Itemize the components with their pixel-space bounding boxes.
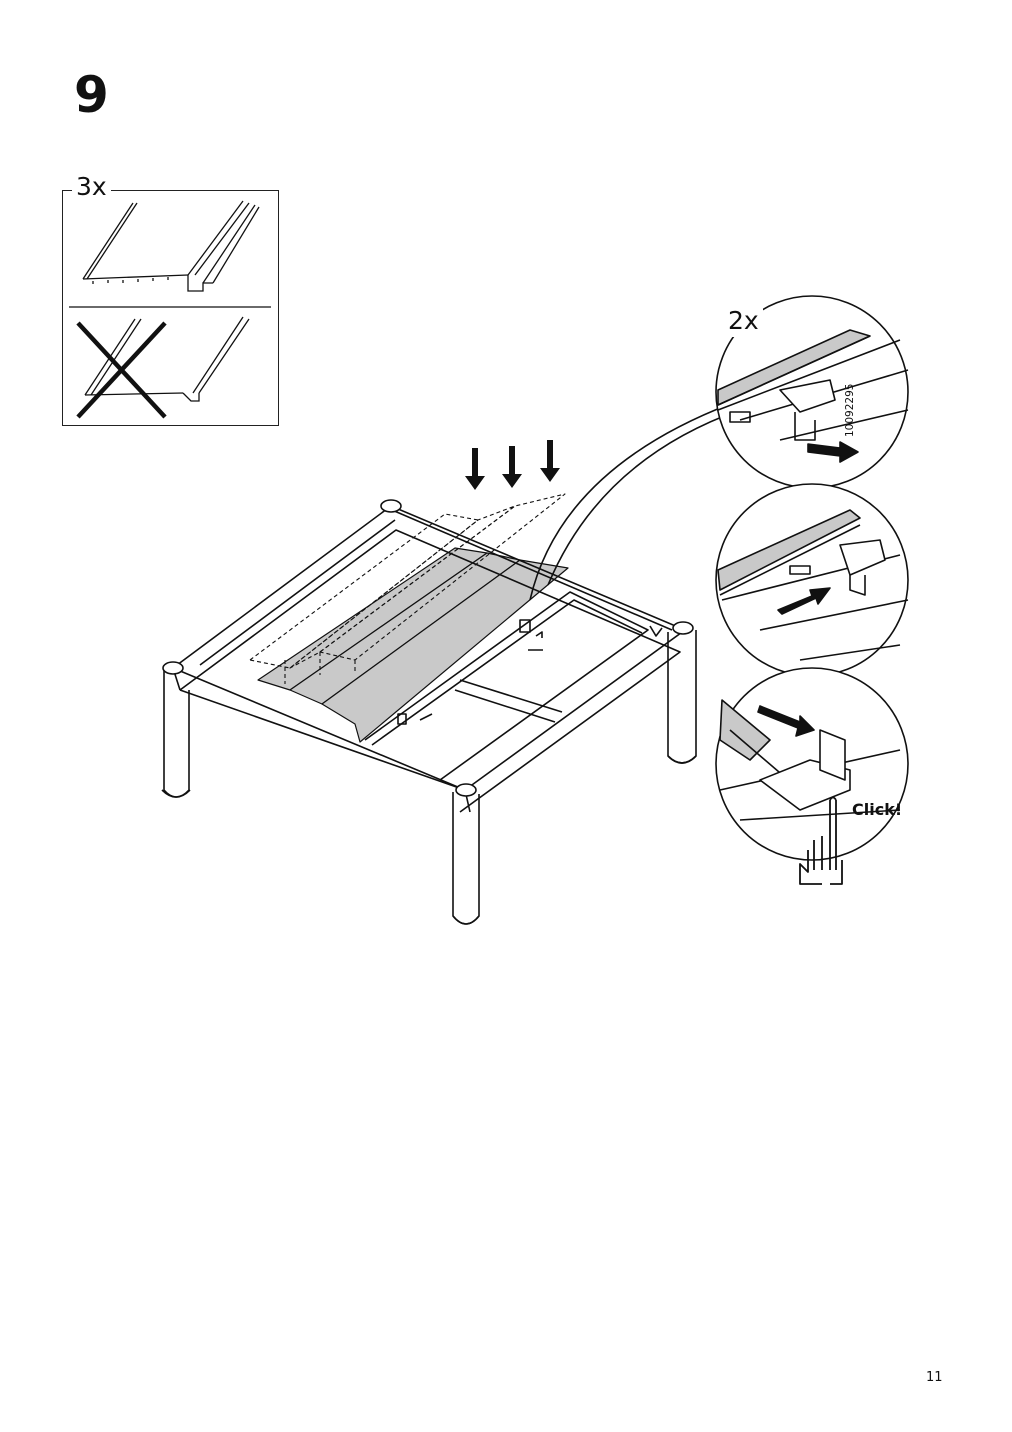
panel-wrong-icon bbox=[76, 316, 250, 419]
panel-correct-icon bbox=[82, 200, 260, 292]
detail-circle-2 bbox=[715, 483, 909, 677]
part-code: 10092295 bbox=[844, 383, 856, 437]
down-arrow-icon bbox=[465, 440, 560, 490]
panel-orientation-illustration bbox=[69, 200, 271, 419]
step-number: 9 bbox=[74, 66, 109, 124]
quantity-box bbox=[62, 190, 279, 426]
click-label: Click! bbox=[852, 800, 903, 819]
detail-circle-1 bbox=[715, 295, 909, 489]
quantity-label: 3x bbox=[72, 172, 111, 202]
page-number: 11 bbox=[926, 1370, 943, 1385]
table-frame bbox=[161, 499, 697, 925]
gray-panels bbox=[257, 547, 569, 743]
hand-press-icon bbox=[799, 796, 843, 885]
detail-circle-3 bbox=[715, 667, 909, 861]
callout-line bbox=[529, 403, 731, 601]
detail-quantity-label: 2x bbox=[724, 305, 763, 337]
dashed-panels bbox=[249, 493, 566, 684]
callout-line-2 bbox=[547, 409, 741, 586]
